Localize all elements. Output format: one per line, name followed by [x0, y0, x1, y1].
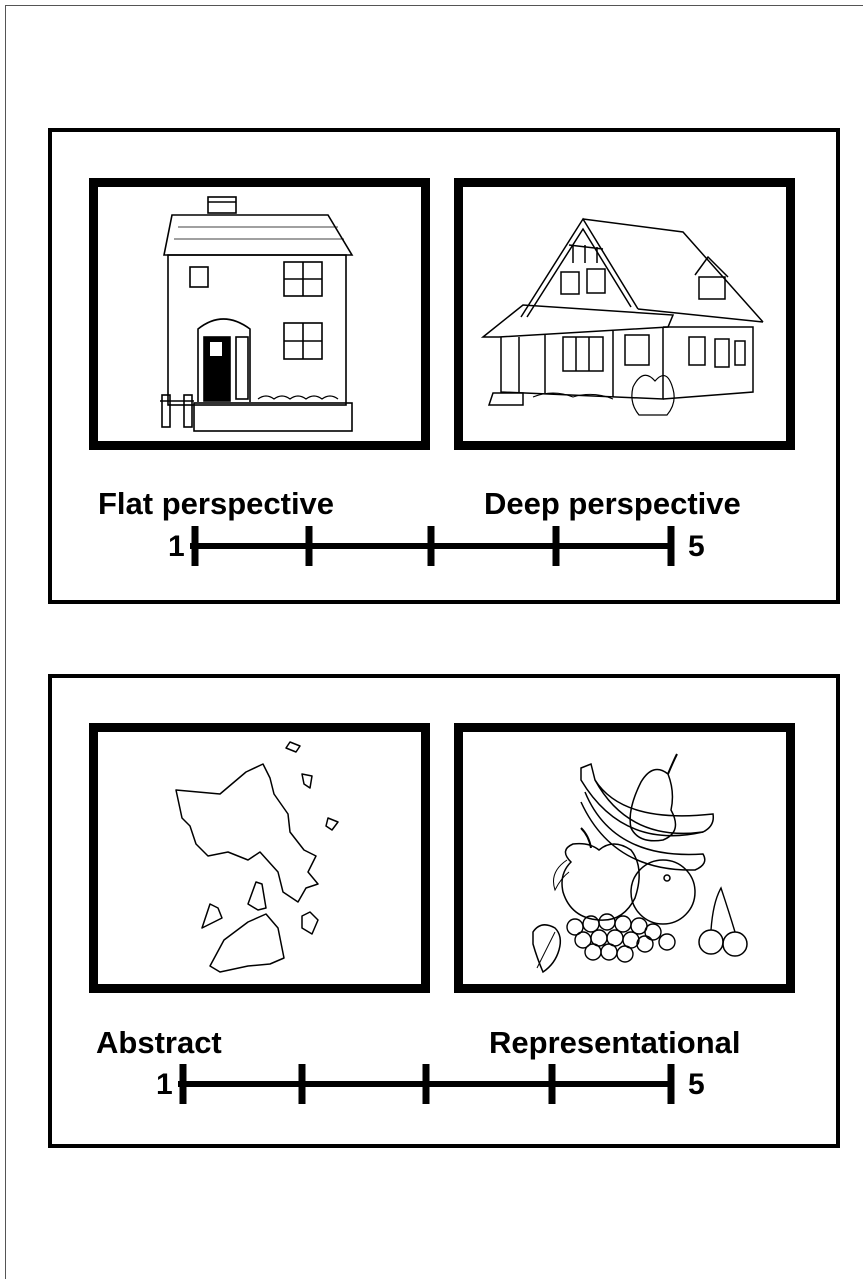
- flat-house-image: [89, 178, 430, 450]
- abstract-shapes-image: [89, 723, 430, 993]
- flat-perspective-label: Flat perspective: [98, 486, 335, 521]
- scale-max-label: 5: [688, 530, 705, 563]
- perspective-house-image: [454, 178, 795, 450]
- page-border: [5, 5, 863, 1279]
- representational-label: Representational: [489, 1025, 741, 1060]
- deep-perspective-label: Deep perspective: [484, 486, 741, 521]
- abstract-label: Abstract: [96, 1025, 222, 1060]
- fruit-still-life-image: [454, 723, 795, 993]
- scale-min-label: 1: [168, 530, 185, 563]
- scale-min-label-2: 1: [156, 1068, 173, 1101]
- scale-max-label-2: 5: [688, 1068, 705, 1101]
